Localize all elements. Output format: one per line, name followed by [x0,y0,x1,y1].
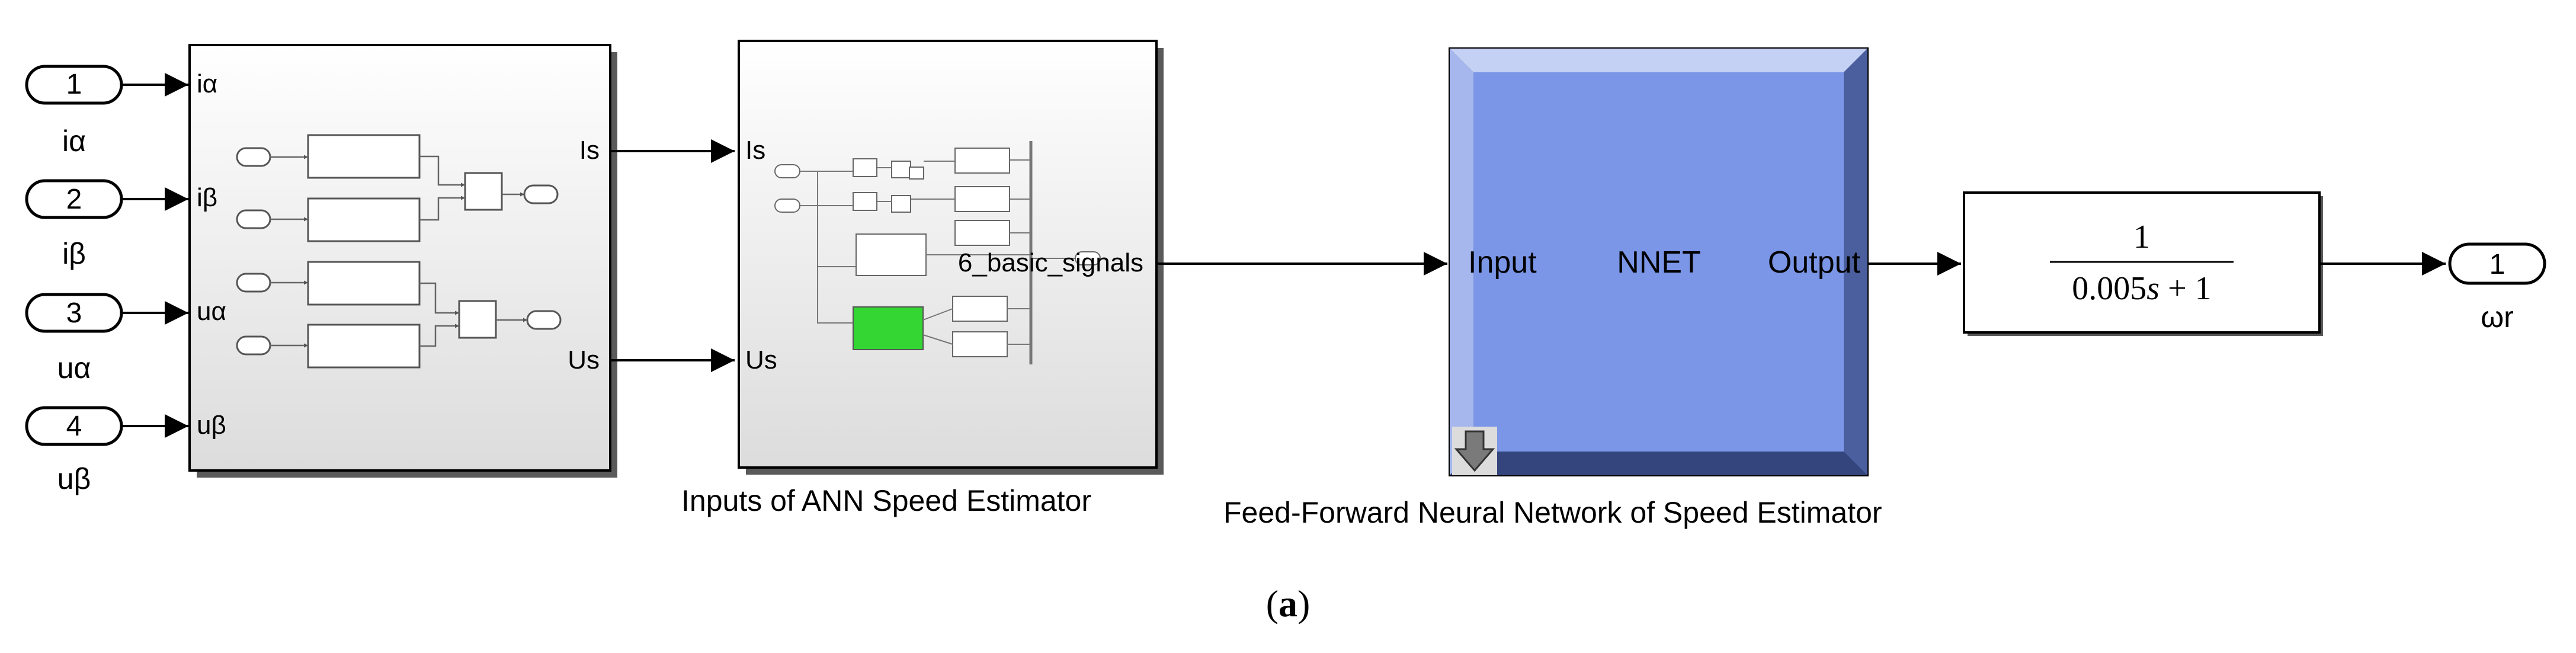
inport-3[interactable]: 3 uα [25,293,123,385]
nnet-name: NNET [1617,245,1701,280]
inport-4-label: uβ [57,462,91,495]
transfer-fcn-numerator: 1 [2133,219,2150,255]
green-block [853,306,924,350]
subsystem-1-port-is: Is [579,136,600,165]
outport-1-number: 1 [2490,249,2505,280]
inport-1[interactable]: 1 iα [25,65,123,158]
inport-1-number: 1 [66,69,82,100]
outport-1[interactable]: 1 ωr [2448,242,2546,334]
is-us-signal-lines [610,139,735,372]
nnet-face [1473,72,1844,452]
transfer-fcn-denominator: 0.005s + 1 [2072,270,2211,307]
inport-4-number: 4 [66,411,82,442]
inport-3-label: uα [57,351,91,385]
inport-3-number: 3 [66,297,82,329]
subsystem-1-port-ibeta: iβ [197,183,217,212]
down-arrow-icon [1452,427,1497,475]
subsystem-1-port-us: Us [568,345,600,374]
subsystem-1-port-ubeta: uβ [197,411,226,440]
outport-1-label: ωr [2481,300,2514,334]
inport-signal-lines [121,73,188,438]
inport-2-label: iβ [62,237,86,270]
figure-label: (a) [1266,582,1311,625]
nnet-output-port: Output [1768,245,1861,280]
subsystem-2[interactable]: Is Us [738,40,1164,475]
subsystem-2-port-is: Is [745,136,765,165]
transfer-fcn-block[interactable]: 1 0.005s + 1 [1963,191,2323,336]
inport-2-number: 2 [66,184,82,215]
inport-2[interactable]: 2 iβ [25,179,123,270]
subsystem-1-port-ualpha: uα [197,297,226,326]
nnet-input-port: Input [1468,245,1537,280]
nnet-caption: Feed-Forward Neural Network of Speed Est… [1223,496,1882,529]
subsystem-2-thumbnail-lines [800,159,1075,345]
subsystem-2-port-6-basic-signals: 6_basic_signals [958,248,1143,277]
subsystem-2-port-us: Us [745,345,777,374]
subsystem-1-port-ialpha: iα [197,69,217,98]
subsystem-2-thumbnail [774,141,1101,364]
subsystem-1[interactable]: iα iβ uα uβ Is Us [188,44,617,478]
nnet-block[interactable]: Input NNET Output [1449,47,1869,476]
subsystem-1-thumbnail-lines [270,155,527,348]
inport-1-label: iα [62,124,86,158]
inport-4[interactable]: 4 uβ [25,406,123,495]
subsystem-2-caption: Inputs of ANN Speed Estimator [681,484,1091,517]
